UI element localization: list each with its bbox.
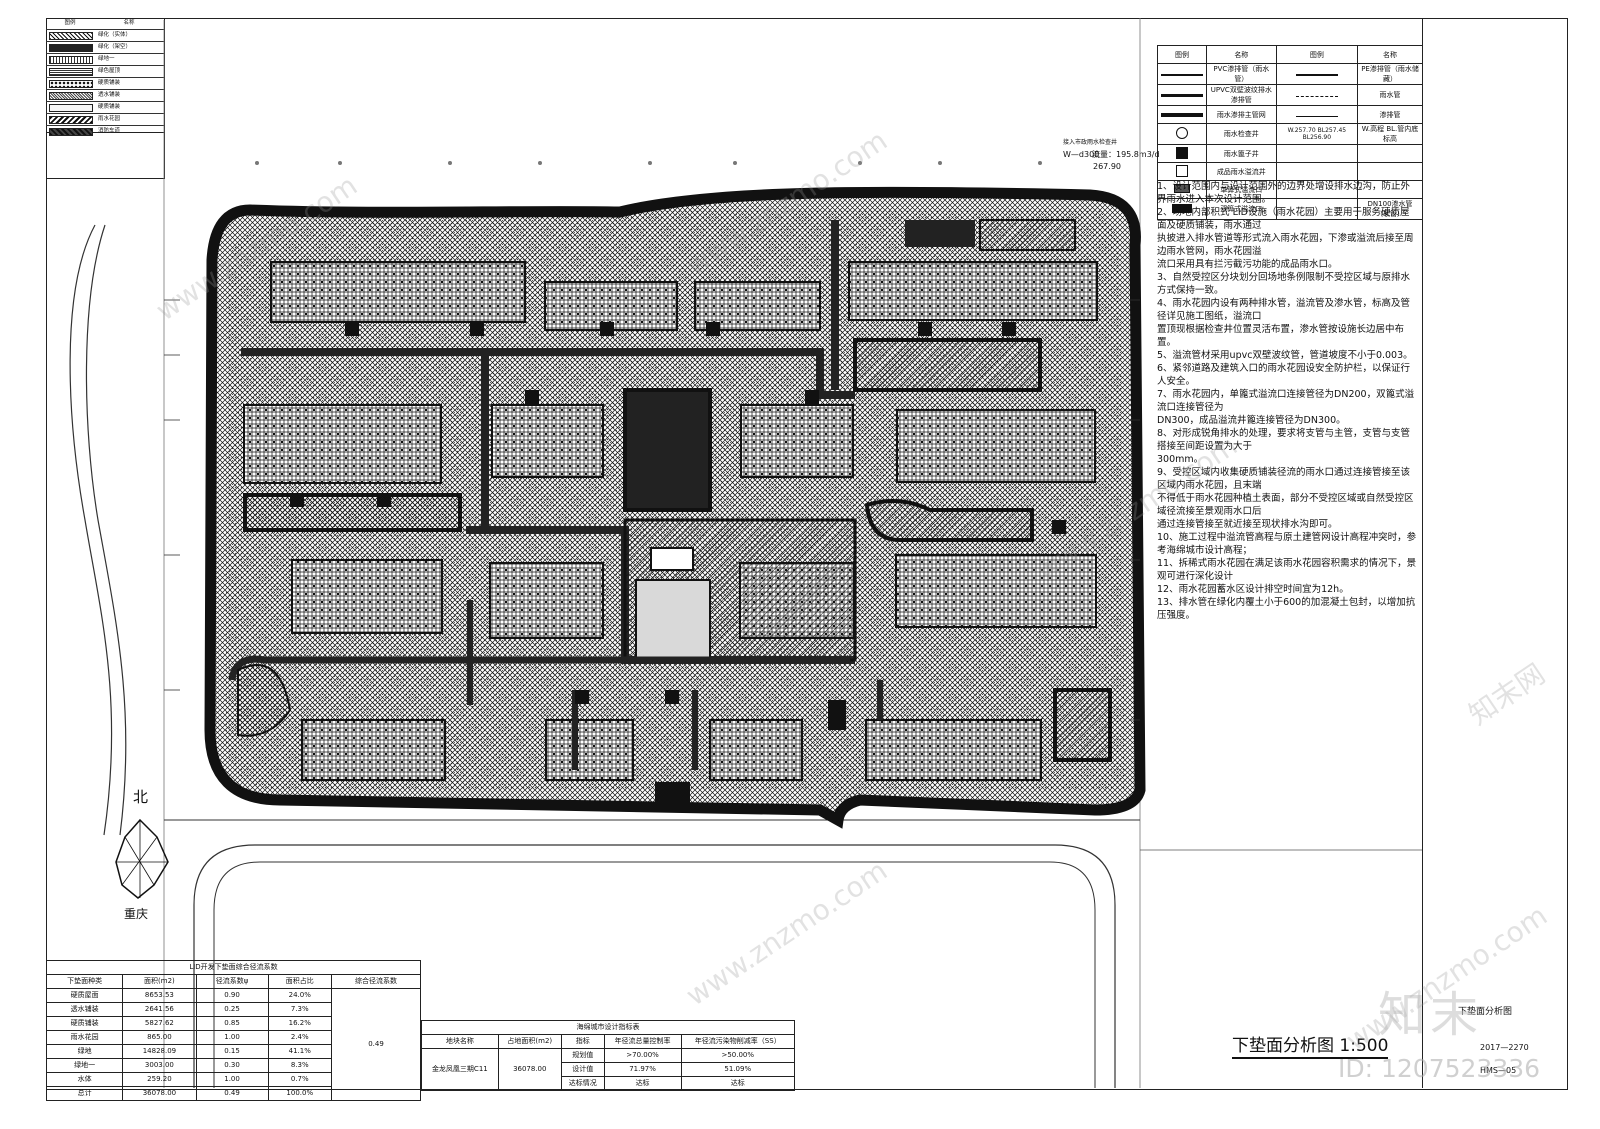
- legend-item: 绿化（实体）: [46, 29, 164, 41]
- city-label: 重庆: [124, 907, 149, 921]
- outfall-label: 接入市政雨水检查井: [1063, 139, 1118, 146]
- legend-label: 雨水花园: [98, 115, 121, 122]
- legend-item: 雨水花园: [46, 113, 164, 125]
- lid-header: 径流系数ψ: [195, 974, 269, 989]
- table-row: 达标情况达标达标: [422, 1076, 796, 1091]
- lid-header: 面积(m2): [122, 974, 197, 989]
- note-line: 9、受控区域内收集硬质铺装径流的雨水口通过连接管接至该区域内雨水花园，且末端: [1157, 467, 1411, 491]
- legend-item: 消防车道: [46, 125, 164, 137]
- sponge-header: 年径流污染物削减率（SS）: [680, 1034, 796, 1049]
- elevation-label: 267.90: [1093, 162, 1121, 171]
- note-line: 10、施工过程中溢流管高程与原土建管网设计高程冲突时，参考海绵城市设计高程；: [1157, 532, 1417, 556]
- legend-label: 硬质铺装: [98, 103, 121, 110]
- sponge-table-title: 海绵城市设计指标表: [421, 1020, 795, 1035]
- note-line: 5、溢流管材采用upvc双壁波纹管，管道坡度不小于0.003。: [1157, 350, 1413, 361]
- brand-logo: 知末: [1378, 987, 1483, 1043]
- lid-table-title: LID开发下垫面综合径流系数: [46, 960, 421, 975]
- green-roof-swatch: [49, 67, 93, 76]
- empty-cell: [1275, 198, 1359, 220]
- combined-coefficient: 0.49: [331, 988, 421, 1101]
- double-overflow-icon: [1157, 198, 1207, 220]
- pipe-legend-cell: DN100渗水管（软管）: [1357, 198, 1423, 220]
- legend-label: 消防车道: [98, 127, 121, 134]
- north-label: 北: [133, 788, 149, 806]
- hard-paving-two-swatch: [49, 103, 93, 112]
- green-one-swatch: [49, 55, 93, 64]
- sheet-number: HMS—05: [1480, 1066, 1517, 1075]
- legend-item: 透水铺装: [46, 89, 164, 101]
- note-line: 1、设计范围内与设计范围外的边界处增设排水边沟，防止外界雨水进入本次设计范围。: [1157, 181, 1411, 205]
- legend-label: 透水铺装: [98, 91, 121, 98]
- design-notes: 1、设计范围内与设计范围外的边界处增设排水边沟，防止外界雨水进入本次设计范围。 …: [1157, 180, 1417, 622]
- sponge-header: 年径流总量控制率: [603, 1034, 682, 1049]
- project-area: 36078.00: [497, 1048, 562, 1091]
- drawing-title: 下垫面分析图 1:500: [1232, 1031, 1389, 1059]
- legend-header-name: 名称: [123, 19, 135, 26]
- legend-header: 图例 名称: [46, 18, 164, 29]
- legend-label: 绿化（实体）: [98, 31, 132, 38]
- legend-label: 绿化（架空）: [98, 43, 132, 50]
- green-solid-swatch: [49, 31, 93, 40]
- flow-rate-label: 流量：195.8m3/d: [1092, 150, 1160, 159]
- sponge-header: 地块名称: [421, 1034, 499, 1049]
- drawing-code: 2017—2270: [1480, 1043, 1529, 1052]
- drawing-border: [46, 18, 1568, 1090]
- note-line: 2、场地内部积式 LID设施（雨水花园）主要用于服务硬质屋面及硬质铺装，雨水通过: [1157, 207, 1410, 231]
- right-title-strip: [1422, 18, 1567, 1088]
- note-line: 流口采用具有拦污截污功能的成品雨水口。: [1157, 259, 1338, 270]
- sponge-index-table: 海绵城市设计指标表 地块名称 占地面积(m2) 指标 年径流总量控制率 年径流污…: [421, 1020, 796, 1091]
- note-line: 不得低于雨水花园种植土表面，部分不受控区域或自然受控区域径流接至景观雨水口后: [1157, 493, 1414, 517]
- image-id: ID: 1207523336: [1338, 1054, 1541, 1083]
- pipe-legend: 图例 名称 图例 名称 PVC渗排管（雨水管）PE渗排管（雨水储藏） UPVC双…: [1157, 45, 1423, 220]
- note-line: DN300，成品溢流井篦连接管径为DN300。: [1157, 415, 1346, 426]
- lid-header: 面积占比: [267, 974, 333, 989]
- note-line: 300mm。: [1157, 454, 1204, 465]
- drawing-name: 下垫面分析图: [1458, 1007, 1513, 1017]
- note-line: 13、排水管在绿化内覆土小于600的加混凝土包封，以增加抗压强度。: [1157, 597, 1416, 621]
- fire-lane-swatch: [49, 127, 93, 136]
- rain-garden-swatch: [49, 115, 93, 124]
- legend-label: 绿地一: [98, 55, 115, 62]
- lid-header: 综合径流系数: [331, 974, 421, 989]
- hard-paving-swatch: [49, 79, 93, 88]
- note-line: 7、雨水花园内，单篦式溢流口连接管径为DN200，双篦式溢流口连接管径为: [1157, 389, 1415, 413]
- flow-label: W—d300: [1063, 150, 1100, 159]
- legend-item: 绿化（架空）: [46, 41, 164, 53]
- legend-item: 绿地一: [46, 53, 164, 65]
- note-line: 11、拆稀式雨水花园在满足该雨水花园容积需求的情况下，景观可进行深化设计: [1157, 558, 1417, 582]
- note-line: 6、紧邻道路及建筑入口的雨水花园设安全防护栏，以保证行人安全。: [1157, 363, 1411, 387]
- note-line: 4、雨水花园内设有两种排水管，溢流管及渗水管，标高及管径详见施工图纸，溢流口: [1157, 298, 1411, 322]
- sponge-header: 指标: [560, 1034, 605, 1049]
- legend-header-symbol: 图例: [64, 19, 76, 26]
- note-line: 通过连接管接至就近接至现状排水沟即可。: [1157, 519, 1338, 530]
- note-line: 置顶现根据检查井位置灵活布置，渗水管按设施长边居中布置。: [1157, 324, 1405, 348]
- legend: 图例 名称 绿化（实体） 绿化（架空） 绿地一 绿色屋顶 硬质铺装 透水铺装 硬…: [46, 18, 165, 136]
- green-elevated-swatch: [49, 43, 93, 52]
- legend-item: 硬质铺装: [46, 101, 164, 113]
- sponge-header: 占地面积(m2): [497, 1034, 562, 1049]
- legend-item: 绿色屋顶: [46, 65, 164, 77]
- project-name: 金龙凤凰三期C11: [421, 1048, 499, 1091]
- lid-header: 下垫面种类: [45, 974, 124, 989]
- legend-label: 硬质铺装: [98, 79, 121, 86]
- lid-table: LID开发下垫面综合径流系数 下垫面种类 面积(m2) 径流系数ψ 面积占比 综…: [45, 960, 421, 1101]
- note-line: 执披进入排水管道等形式流入雨水花园，下渗或溢流后接至周边雨水管网，雨水花园溢: [1157, 233, 1414, 257]
- permeable-paving-swatch: [49, 91, 93, 100]
- note-line: 12、雨水花园蓄水区设计排空时间宜为12h。: [1157, 584, 1349, 595]
- note-line: 3、自然受控区分块划分回场地条例限制不受控区域与原排水方式保持一致。: [1157, 272, 1411, 296]
- legend-item: 硬质铺装: [46, 77, 164, 89]
- note-line: 8、对形成锐角排水的处理，要求将支管与主管，支管与支管搭接至间距设置为大于: [1157, 428, 1411, 452]
- legend-label: 绿色屋顶: [98, 67, 121, 74]
